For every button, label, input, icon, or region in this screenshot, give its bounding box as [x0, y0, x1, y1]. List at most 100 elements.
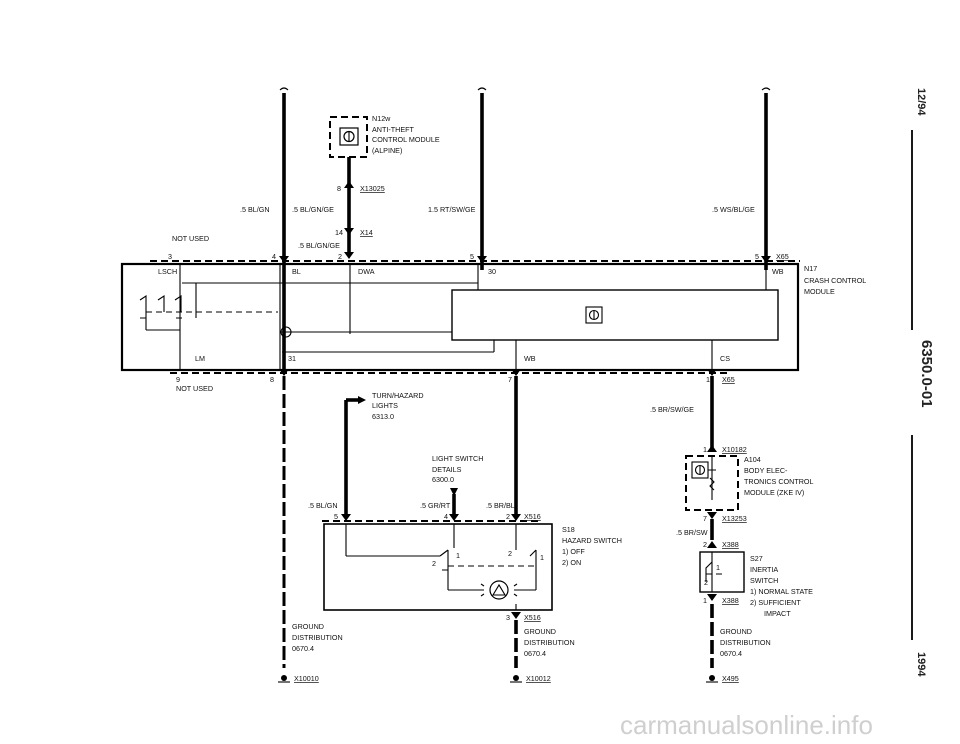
connector-x516-top: X516	[524, 512, 541, 521]
pin-bl: BL	[292, 267, 301, 276]
turn-hazard-line-3: 6313.0	[372, 412, 394, 421]
ground-left-line-2: DISTRIBUTION	[292, 633, 343, 642]
pin-2-x388: 2	[703, 540, 707, 549]
n17-line-2: MODULE	[804, 287, 835, 296]
n12w-id: N12w	[372, 114, 391, 123]
connector-x14: X14	[360, 228, 373, 237]
s18-line-3: 2) ON	[562, 558, 581, 567]
right-feed-wire	[761, 87, 771, 270]
pin-8-bottom: 8	[270, 375, 274, 384]
pin-5-x516: 5	[334, 512, 338, 521]
not-used-bottom: NOT USED	[176, 384, 213, 393]
ground-mid-line-3: 0670.4	[524, 649, 546, 658]
connector-x388-top: X388	[722, 540, 739, 549]
s27-line-1: INERTIA	[750, 565, 778, 574]
ground-icon	[706, 675, 718, 683]
n12w-output-wire	[344, 157, 354, 259]
a104-body-electronics-module: A104 BODY ELEC- TRONICS CONTROL MODULE (…	[685, 455, 813, 511]
n12w-line-3: (ALPINE)	[372, 146, 402, 155]
pin-2-top: 2	[338, 252, 342, 261]
hazard-lamp-icon	[480, 580, 518, 600]
connector-x10012: X10012	[526, 674, 551, 683]
a104-line-1: BODY ELEC-	[744, 466, 788, 475]
s18-contact-2b: 2	[508, 549, 512, 558]
s27-pos-2: 2	[704, 578, 708, 587]
wire-label-5-br-sw: .5 BR/SW	[676, 528, 708, 537]
turn-hazard-line-1: TURN/HAZARD	[372, 391, 424, 400]
right-ground-wire: GROUND DISTRIBUTION 0670.4 X495	[706, 604, 771, 683]
wire-label-1-5-rt-sw-ge: 1.5 RT/SW/GE	[428, 205, 476, 214]
pin-9: 9	[176, 375, 180, 384]
connector-x13253: X13253	[722, 514, 747, 523]
connector-x388-bottom: X388	[722, 596, 739, 605]
wire-label-5-bl-gn-ge-a: .5 BL/GN/GE	[292, 205, 334, 214]
ground-left-line-1: GROUND	[292, 622, 324, 631]
pin-wb-bottom: WB	[524, 354, 536, 363]
ground-mid-line-1: GROUND	[524, 627, 556, 636]
pin-1-x388: 1	[703, 596, 707, 605]
s18-contact-2a: 2	[432, 559, 436, 568]
ground-icon	[278, 675, 290, 683]
connector-x65-bottom: X65	[722, 375, 735, 384]
a104-line-2: TRONICS CONTROL	[744, 477, 813, 486]
wire-label-5-bl-gn-bottom: .5 BL/GN	[308, 501, 338, 510]
connector-x495: X495	[722, 674, 739, 683]
turn-hazard-wire: TURN/HAZARD LIGHTS 6313.0	[344, 391, 424, 518]
ground-mid-line-2: DISTRIBUTION	[524, 638, 575, 647]
s18-contact-1a: 1	[456, 551, 460, 560]
n12w-line-2: CONTROL MODULE	[372, 135, 440, 144]
a104-id: A104	[744, 455, 761, 464]
connector-x10010: X10010	[294, 674, 319, 683]
pin-7-bottom: 7	[508, 375, 512, 384]
s27-inertia-switch: 2 1 S27 INERTIA SWITCH 1) NORMAL STATE 2…	[699, 551, 813, 618]
watermark: carmanualsonline.info	[620, 710, 873, 740]
pin-cs: CS	[720, 354, 730, 363]
margin-year: 1994	[915, 652, 927, 677]
pin-dwa: DWA	[358, 267, 375, 276]
s18-id: S18	[562, 525, 575, 534]
connector-x65-top: X65	[776, 252, 789, 261]
a104-line-3: MODULE (ZKE IV)	[744, 488, 804, 497]
s27-line-4: 2) SUFFICIENT	[750, 598, 801, 607]
s27-pos-1: 1	[716, 563, 720, 572]
pin-7-x13253: 7	[703, 514, 707, 523]
pin-wb-top: WB	[772, 267, 784, 276]
light-switch-line-2: DETAILS	[432, 465, 462, 474]
light-switch-line-3: 6300.0	[432, 475, 454, 484]
margin-strip: 12/94 6350.0-01 1994	[911, 88, 935, 677]
light-switch-line-1: LIGHT SWITCH	[432, 454, 483, 463]
ground-left-line-3: 0670.4	[292, 644, 314, 653]
wire-label-5-bl-gn-top: .5 BL/GN	[240, 205, 270, 214]
pin-31: 31	[288, 354, 296, 363]
pin-2-x516: 2	[506, 512, 510, 521]
wire-label-5-gr-rt: .5 GR/RT	[420, 501, 451, 510]
n12w-anti-theft-module: N12w ANTI-THEFT CONTROL MODULE (ALPINE)	[329, 114, 440, 158]
margin-date: 12/94	[915, 88, 927, 116]
pin-4-top: 4	[272, 252, 276, 261]
pin-5-top: 5	[470, 252, 474, 261]
s27-line-2: SWITCH	[750, 576, 778, 585]
ground-right-line-3: 0670.4	[720, 649, 742, 658]
connector-x13025: X13025	[360, 184, 385, 193]
mid-ground-wire: GROUND DISTRIBUTION 0670.4 X10012	[510, 620, 575, 683]
pin-30: 30	[488, 267, 496, 276]
n17-crash-control-module: N17 CRASH CONTROL MODULE LSCH BL DWA 30 …	[120, 262, 866, 372]
pin-1-x10182: 1	[703, 445, 707, 454]
left-feed-wire	[279, 87, 289, 372]
wire-label-5-br-sw-ge: .5 BR/SW/GE	[650, 405, 694, 414]
connector-x516-bottom: X516	[524, 613, 541, 622]
left-ground-wire: GROUND DISTRIBUTION 0670.4 X10010	[278, 376, 343, 683]
s18-line-2: 1) OFF	[562, 547, 585, 556]
pin-lsch: LSCH	[158, 267, 177, 276]
pin-1-bottom: 1	[706, 375, 710, 384]
center-feed-wire	[477, 87, 487, 270]
s27-line-5: IMPACT	[764, 609, 791, 618]
pin-4-x516: 4	[444, 512, 448, 521]
n17-id: N17	[804, 264, 817, 273]
n17-line-1: CRASH CONTROL	[804, 276, 866, 285]
pin-3-x516: 3	[506, 613, 510, 622]
s18-hazard-switch: 1 2 2 1 S18 HAZARD SWITCH 1) OFF 2) ON	[323, 523, 622, 611]
not-used-top: NOT USED	[172, 234, 209, 243]
s18-line-1: HAZARD SWITCH	[562, 536, 622, 545]
